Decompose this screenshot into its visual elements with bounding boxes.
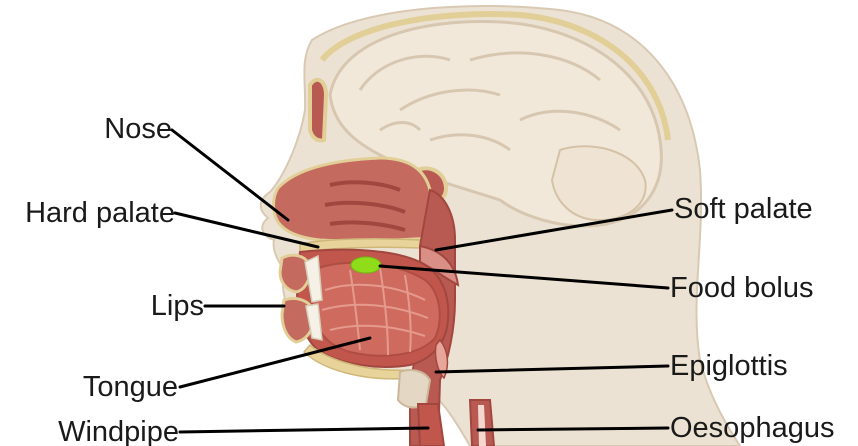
label-hard-palate: Hard palate [25,197,175,229]
label-food-bolus: Food bolus [670,272,814,304]
frontal-sinus [310,80,326,141]
label-epiglottis: Epiglottis [670,350,788,382]
leader-nose [172,130,288,220]
leader-windpipe [180,428,428,432]
head-illustration [261,6,740,446]
label-windpipe: Windpipe [58,416,179,446]
label-nose: Nose [104,113,172,145]
label-lips: Lips [151,290,204,322]
leader-oesophagus [478,428,668,430]
label-soft-palate: Soft palate [674,193,813,225]
food-bolus-marker [351,257,381,273]
upper-lip [280,255,310,292]
trachea [418,404,444,446]
tongue-muscle [312,263,440,356]
label-oesophagus: Oesophagus [670,412,834,444]
larynx [398,370,430,407]
label-tongue: Tongue [83,371,178,403]
